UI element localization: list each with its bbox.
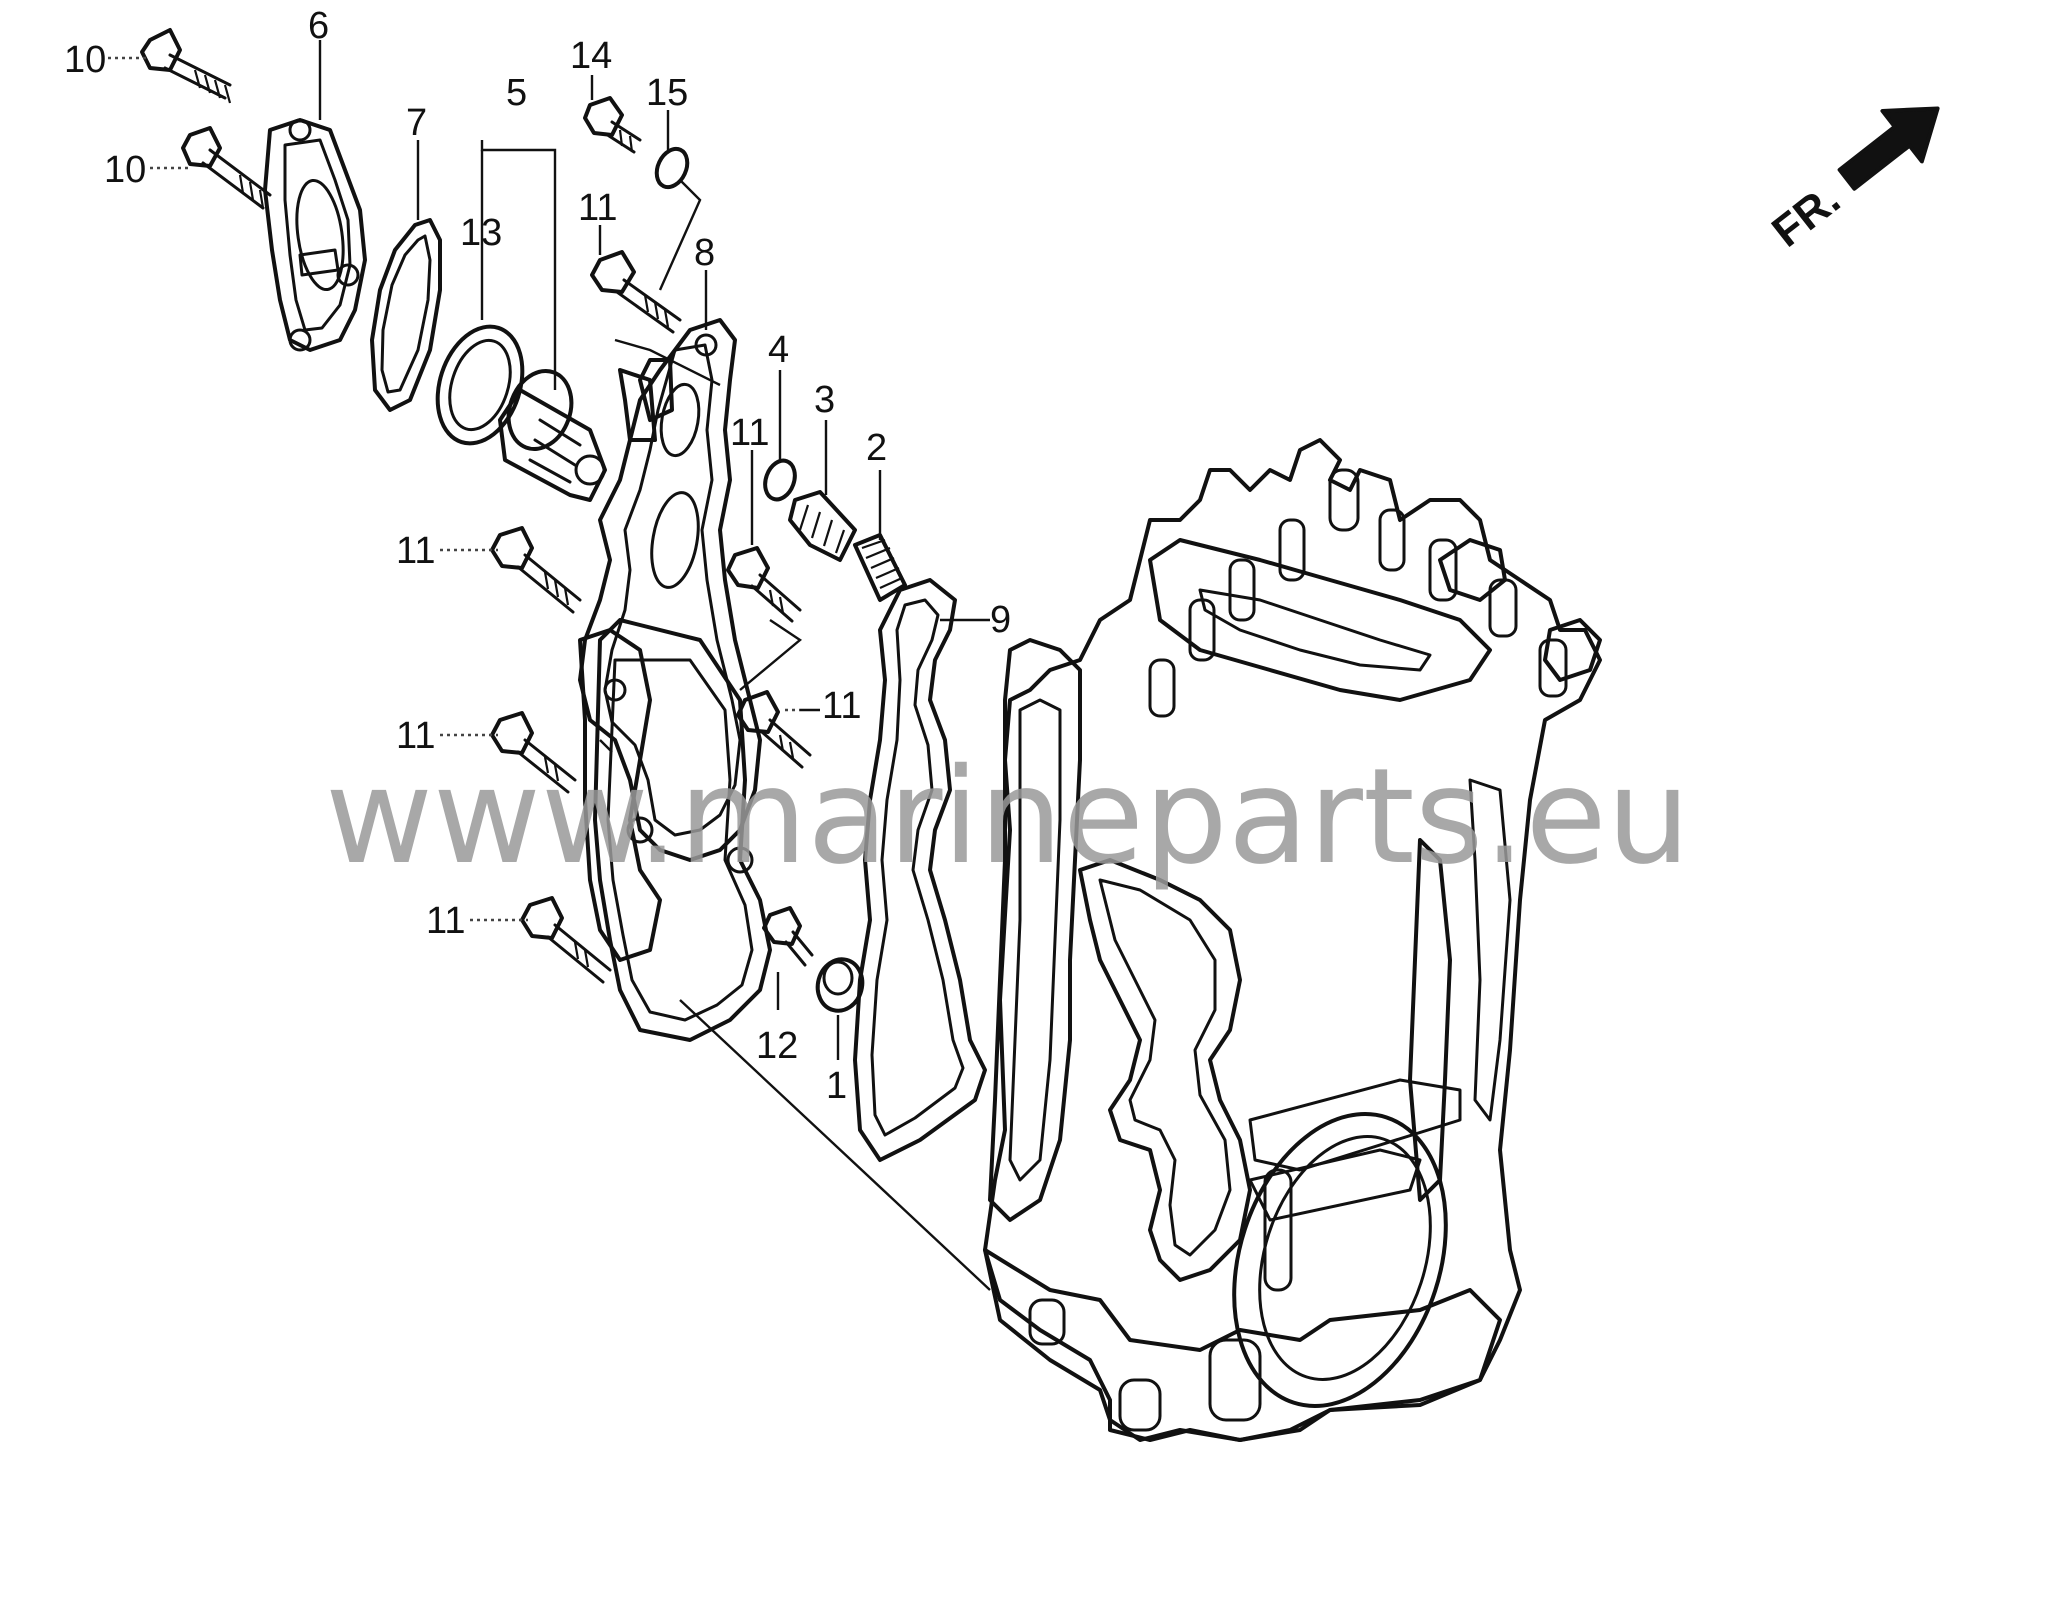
callout-11-center-lower: 11 xyxy=(822,685,861,727)
callout-1: 1 xyxy=(826,1065,847,1107)
callout-10-lower: 10 xyxy=(104,149,146,191)
screw-3 xyxy=(788,490,857,562)
callout-6: 6 xyxy=(308,5,329,47)
callout-10-upper: 10 xyxy=(64,39,106,81)
callout-labels: 1 2 3 4 5 6 7 8 9 10 10 11 11 11 11 11 1… xyxy=(64,5,1011,1107)
callout-11-left-2: 11 xyxy=(396,715,435,757)
spring-2 xyxy=(853,533,907,602)
bolt-11-top xyxy=(590,250,682,334)
leader-lines xyxy=(108,40,991,1291)
callout-11-left-1: 11 xyxy=(396,530,435,572)
housing-cover-8 xyxy=(578,318,762,874)
callout-8: 8 xyxy=(694,232,715,274)
washer-4 xyxy=(763,458,797,502)
watermark-text: www.marineparts.eu xyxy=(325,740,1690,894)
callout-11-left-3: 11 xyxy=(426,900,465,942)
callout-11-center-upper: 11 xyxy=(730,412,769,454)
bolt-11-center-upper xyxy=(726,546,802,623)
engine-block xyxy=(983,438,1602,1442)
front-label: FR. xyxy=(1763,174,1849,256)
callout-5: 5 xyxy=(506,72,527,114)
callout-9: 9 xyxy=(990,599,1011,641)
thermostat-cover-6 xyxy=(263,118,367,352)
bolt-12 xyxy=(762,906,814,967)
front-arrow-icon xyxy=(1837,106,1940,191)
gasket-9-inner xyxy=(870,598,965,1137)
callout-4: 4 xyxy=(768,329,789,371)
callout-12: 12 xyxy=(756,1025,798,1067)
callout-2: 2 xyxy=(866,427,887,469)
cap-1 xyxy=(815,957,865,1013)
bolt-11-center-lower xyxy=(736,690,812,769)
callout-15: 15 xyxy=(646,72,688,114)
bolt-14 xyxy=(583,96,642,154)
callout-14: 14 xyxy=(570,35,612,77)
callout-11-top: 11 xyxy=(578,187,617,229)
bolt-11-left-1 xyxy=(490,526,582,614)
front-direction-indicator: FR. xyxy=(1763,106,1940,257)
gasket-9 xyxy=(853,578,987,1162)
callout-13: 13 xyxy=(460,212,502,254)
callout-3: 3 xyxy=(814,379,835,421)
bolt-10-lower xyxy=(181,126,272,210)
housing-body xyxy=(593,618,772,1042)
o-ring-13 xyxy=(435,324,525,446)
callout-7: 7 xyxy=(406,102,427,144)
housing-flange xyxy=(578,628,662,962)
thermostat-5 xyxy=(498,369,607,502)
washer-15 xyxy=(654,146,690,190)
seal-7 xyxy=(370,218,442,412)
bolt-10-upper xyxy=(140,28,232,104)
